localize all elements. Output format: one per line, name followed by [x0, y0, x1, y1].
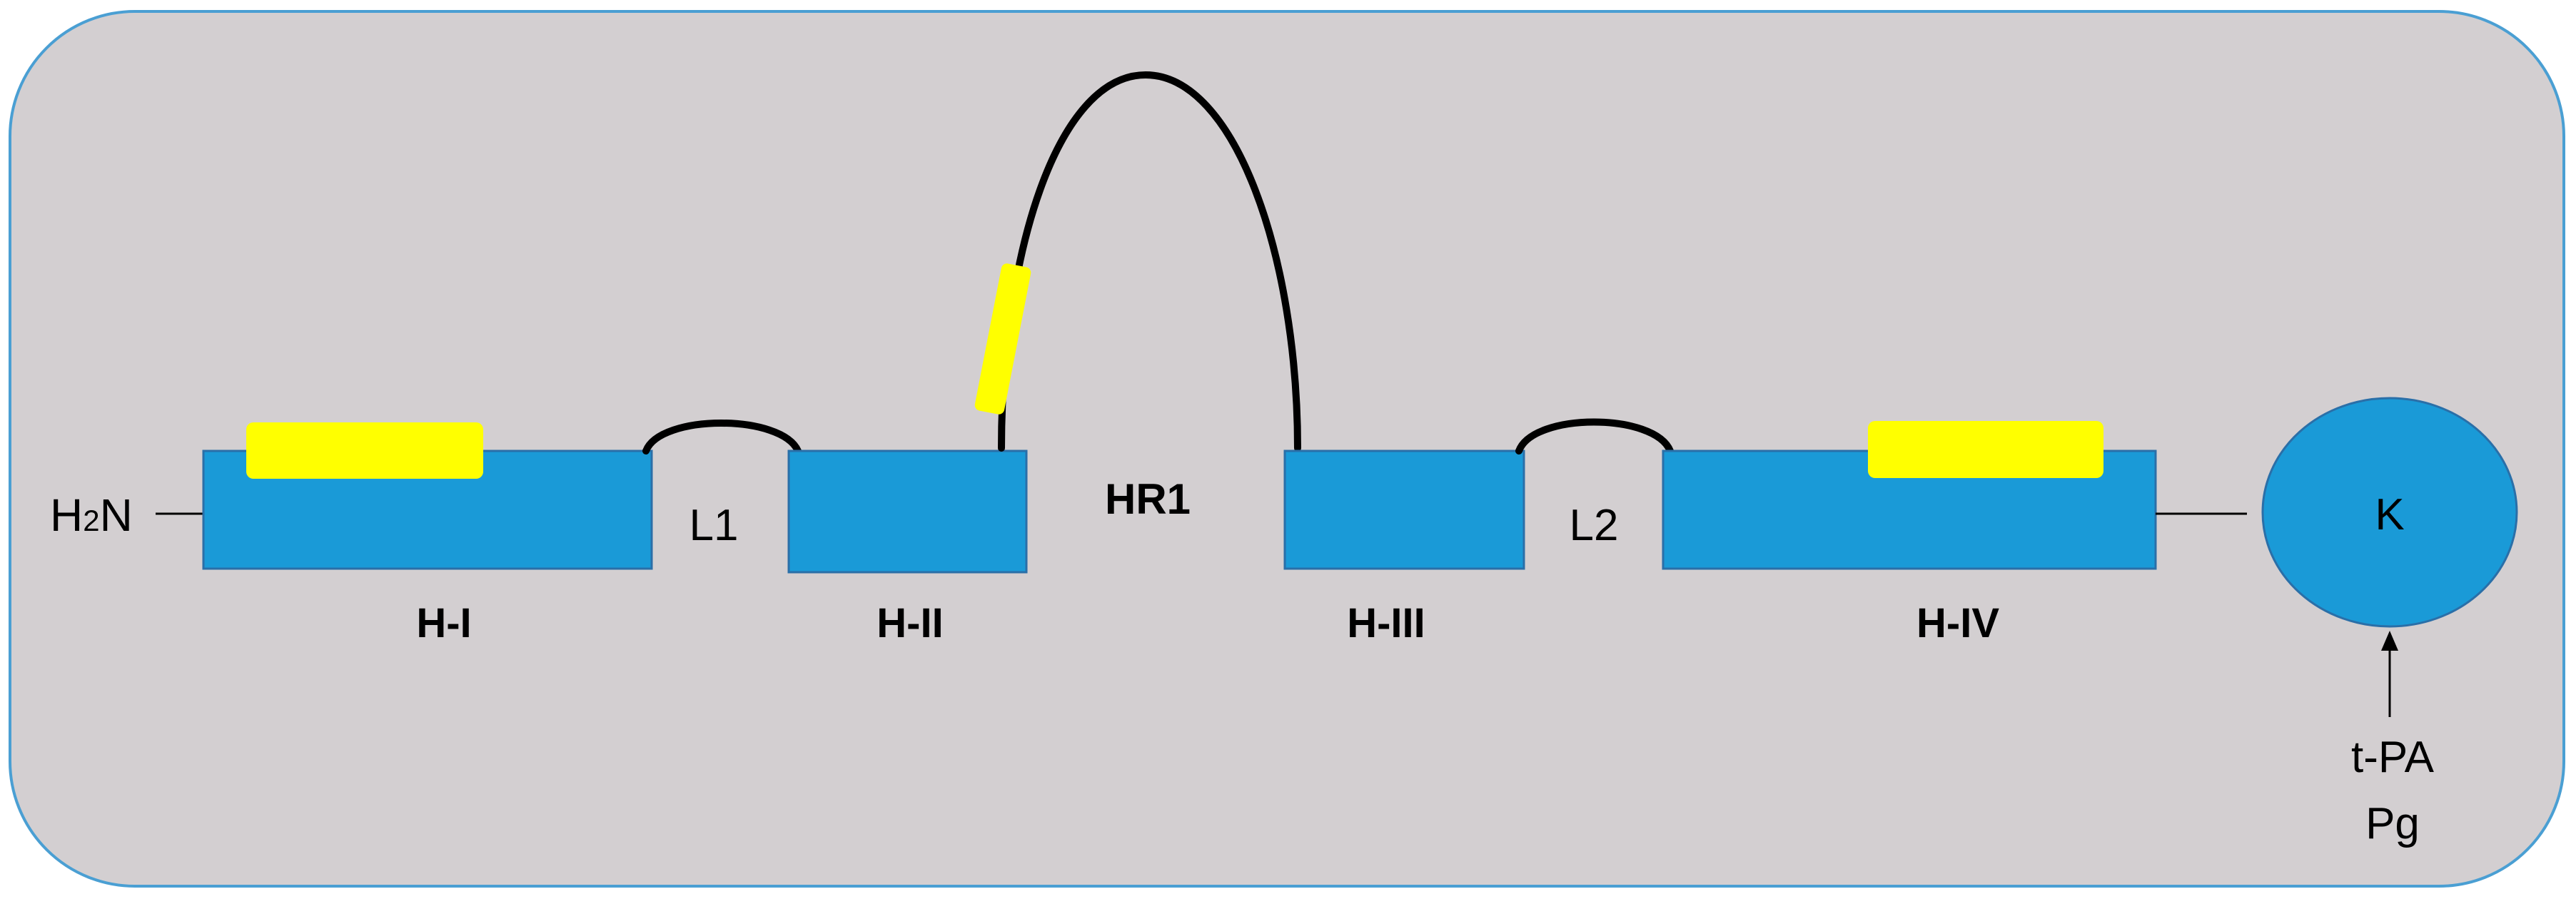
highlight-hr1 — [974, 263, 1031, 415]
domain-label-h-ii: H-II — [877, 600, 943, 646]
domain-label-h-iv: H-IV — [1916, 600, 1999, 646]
loop-l1 — [642, 420, 802, 454]
domain-label-h-i: H-I — [416, 600, 471, 646]
binding-arrow-head — [2381, 631, 2398, 651]
background-panel — [9, 10, 2565, 888]
loop-label-l1: L1 — [690, 501, 739, 550]
highlight-h-i — [246, 422, 483, 479]
kringle-label: K — [2375, 490, 2404, 539]
domain-h-ii — [787, 450, 1028, 574]
highlight-h-iv — [1868, 421, 2103, 478]
loop-label-hr1: HR1 — [1105, 475, 1191, 523]
domain-h-iii — [1283, 450, 1525, 570]
loop-l2 — [1515, 418, 1674, 454]
ligand-label-tpa: t-PA — [2351, 733, 2435, 782]
kringle-domain — [2261, 397, 2518, 628]
loop-label-l2: L2 — [1570, 501, 1619, 550]
ligand-label-pg: Pg — [2365, 799, 2420, 848]
n-terminus-label: H2N — [50, 489, 133, 541]
domain-label-h-iii: H-III — [1347, 600, 1425, 646]
